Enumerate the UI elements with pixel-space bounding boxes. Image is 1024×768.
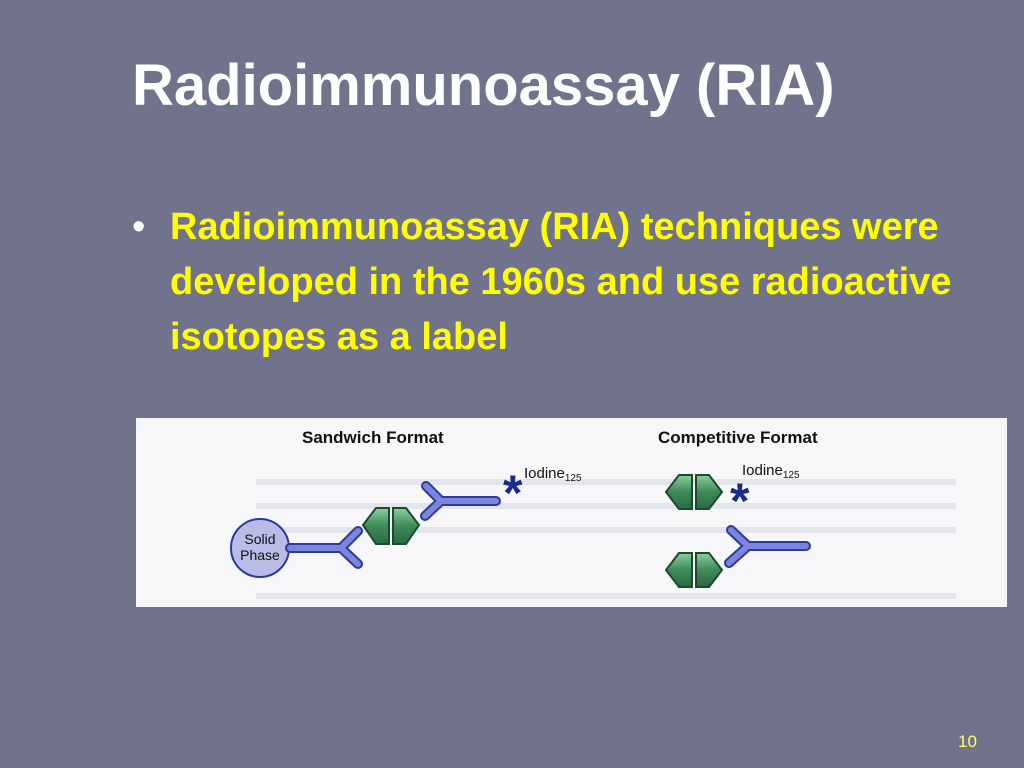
competitive-radiolabel-asterisk: * — [730, 473, 750, 529]
sandwich-antigen — [361, 507, 421, 545]
competitive-format-label: Competitive Format — [658, 428, 818, 447]
sandwich-isotope-name: Iodine — [524, 465, 565, 482]
page-number: 10 — [958, 732, 977, 751]
solid-phase-line2: Phase — [240, 547, 280, 563]
bullet-text: Radioimmunoassay (RIA) techniques were d… — [170, 206, 952, 358]
competitive-isotope-mass: 125 — [783, 470, 800, 481]
bullet-dot: • — [132, 206, 146, 248]
solid-phase-line1: Solid — [244, 531, 275, 547]
sandwich-isotope-mass: 125 — [565, 473, 582, 484]
detection-antibody-fill — [422, 483, 499, 519]
slide-title: Radioimmunoassay (RIA) — [132, 53, 835, 118]
competitive-isotope-name: Iodine — [742, 462, 783, 479]
competitive-antibody-fill — [726, 527, 809, 566]
competitive-unlabeled-antigen — [664, 552, 724, 588]
sandwich-radiolabel-asterisk: * — [503, 465, 523, 521]
capture-antibody-fill — [287, 528, 361, 567]
sandwich-isotope-label: Iodine125 — [524, 465, 582, 484]
ria-diagram-svg: Sandwich Format Solid Phase * — [230, 428, 956, 599]
ria-diagram: Sandwich Format Solid Phase * — [136, 418, 1007, 607]
solid-phase: Solid Phase — [230, 518, 290, 578]
background-ghost-lines — [256, 479, 956, 599]
competitive-isotope-label: Iodine125 — [742, 462, 800, 481]
competitive-labeled-antigen — [664, 474, 724, 510]
bullet-list: • Radioimmunoassay (RIA) techniques were… — [132, 200, 992, 365]
sandwich-format-label: Sandwich Format — [302, 428, 444, 447]
